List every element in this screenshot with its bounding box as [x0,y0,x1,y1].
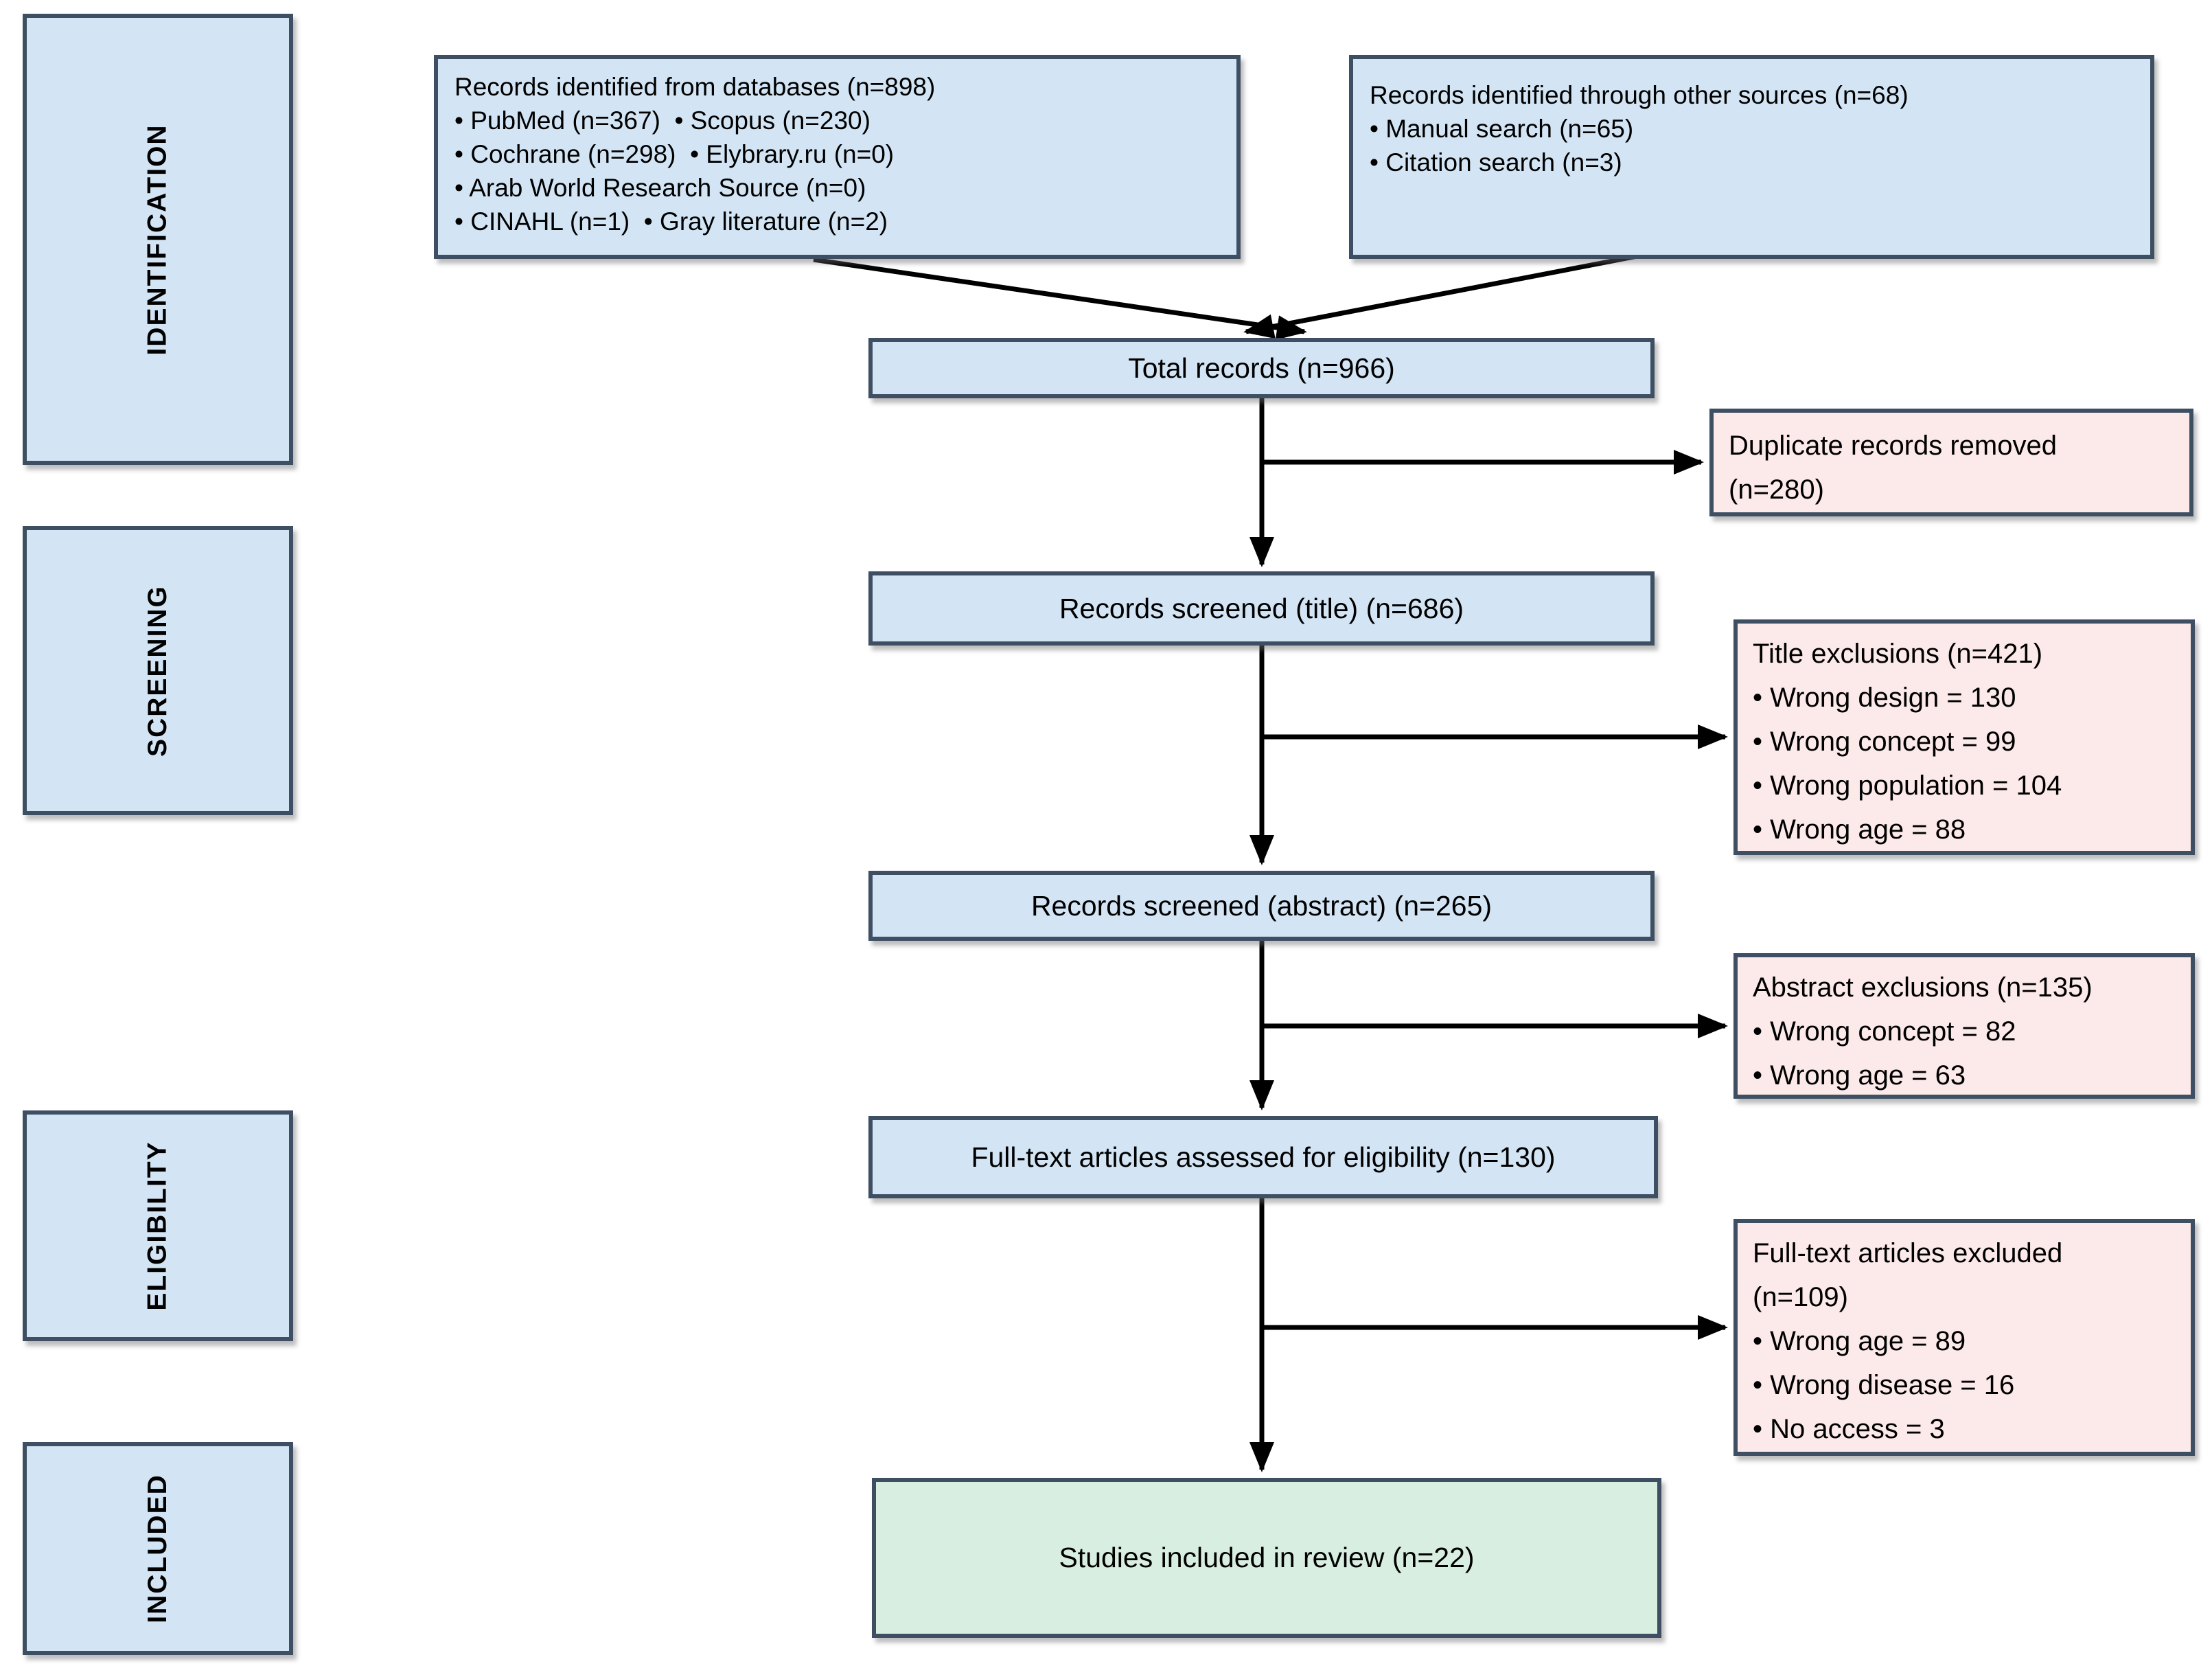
bullet-wrong-age-abstract: • Wrong age = 63 [1753,1060,1966,1091]
title-exclusions-title: Title exclusions (n=421) [1753,639,2043,669]
records-screened-title-label: Records screened (title) (n=686) [1059,592,1464,624]
box-abstract-exclusions: Abstract exclusions (n=135) • Wrong conc… [1733,953,2195,1099]
bullet-wrong-age-title: • Wrong age = 88 [1753,814,1966,845]
total-records-label: Total records (n=966) [1128,352,1395,384]
stage-screening-label: SCREENING [143,584,172,757]
bullet-cinahl-gray: • CINAHL (n=1) • Gray literature (n=2) [454,207,888,236]
bullet-wrong-disease: • Wrong disease = 16 [1753,1370,2015,1400]
box-duplicate-records-removed: Duplicate records removed (n=280) [1709,409,2193,516]
box-records-identified-databases: Records identified from databases (n=898… [434,55,1241,259]
bullet-wrong-design: • Wrong design = 130 [1753,683,2016,713]
abstract-exclusions-title: Abstract exclusions (n=135) [1753,972,2093,1003]
fulltext-excluded-count: (n=109) [1753,1282,1848,1312]
duplicates-line-1: Duplicate records removed [1729,431,2057,461]
stage-eligibility-box: ELIGIBILITY [23,1110,293,1341]
stage-included-box: INCLUDED [23,1442,293,1655]
box-total-records: Total records (n=966) [868,338,1655,398]
stage-included-label: INCLUDED [143,1474,172,1623]
bullet-wrong-population: • Wrong population = 104 [1753,771,2062,801]
box-fulltext-excluded: Full-text articles excluded (n=109) • Wr… [1733,1219,2195,1456]
bullet-wrong-concept-abstract: • Wrong concept = 82 [1753,1016,2016,1047]
box-studies-included: Studies included in review (n=22) [872,1478,1661,1638]
box-records-identified-other: Records identified through other sources… [1349,55,2154,259]
records-identified-databases-title: Records identified from databases (n=898… [454,73,936,101]
stage-screening-box: SCREENING [23,526,293,815]
box-fulltext-assessed: Full-text articles assessed for eligibil… [868,1116,1658,1198]
fulltext-excluded-title: Full-text articles excluded [1753,1238,2063,1268]
bullet-arab-world: • Arab World Research Source (n=0) [454,174,866,202]
bullet-wrong-age-fulltext: • Wrong age = 89 [1753,1326,1966,1356]
box-records-screened-abstract: Records screened (abstract) (n=265) [868,871,1655,941]
box-title-exclusions: Title exclusions (n=421) • Wrong design … [1733,619,2195,855]
bullet-citation-search: • Citation search (n=3) [1370,148,1622,176]
stage-eligibility-label: ELIGIBILITY [143,1141,172,1311]
bullet-manual-search: • Manual search (n=65) [1370,115,1634,143]
bullet-pubmed-scopus: • PubMed (n=367) • Scopus (n=230) [454,106,871,135]
arrow-other-sources-to-total [1243,253,1641,339]
duplicates-line-2: (n=280) [1729,475,1824,505]
stage-identification-label: IDENTIFICATION [143,123,172,356]
studies-included-label: Studies included in review (n=22) [1059,1542,1475,1573]
fulltext-assessed-label: Full-text articles assessed for eligibil… [971,1141,1556,1173]
bullet-no-access: • No access = 3 [1753,1414,1945,1444]
records-identified-other-title: Records identified through other sources… [1370,81,1909,109]
records-screened-abstract-label: Records screened (abstract) (n=265) [1030,889,1493,922]
stage-identification-box: IDENTIFICATION [23,14,293,465]
arrow-databases-to-total [813,257,1307,340]
bullet-wrong-concept-title: • Wrong concept = 99 [1753,727,2016,757]
bullet-cochrane-elybrary: • Cochrane (n=298) • Elybrary.ru (n=0) [454,140,895,168]
box-records-screened-title: Records screened (title) (n=686) [868,571,1655,646]
